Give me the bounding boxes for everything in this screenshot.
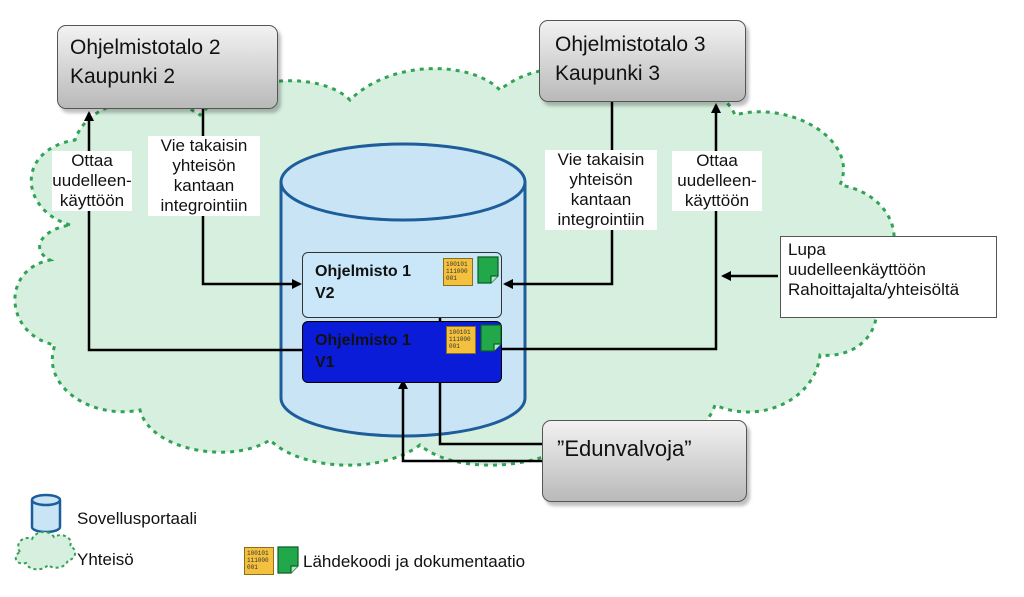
binary-v1-line-2: 111000	[449, 336, 471, 343]
advocate-box: ”Edunvalvoja”	[542, 420, 747, 502]
binary-code-icon: 100101 111000 001	[443, 258, 473, 286]
company-2-box: Ohjelmistotalo 2 Kaupunki 2	[57, 25, 278, 109]
legend-community-label: Yhteisö	[77, 550, 134, 569]
company-2-city: Kaupunki 2	[70, 65, 176, 88]
company-3-city: Kaupunki 3	[555, 62, 661, 85]
software-v2-name: Ohjelmisto 1	[315, 263, 412, 280]
reuse-left-line-3: käyttöön	[59, 191, 125, 210]
company-3-box: Ohjelmistotalo 3 Kaupunki 3	[539, 20, 746, 102]
contribute-right-line-1: Vie takaisin	[557, 150, 645, 169]
binary-v1-line-3: 001	[449, 343, 460, 350]
contribute-right-line-2: yhteisön	[569, 170, 633, 189]
binary-line-3: 001	[446, 275, 457, 282]
software-v1-name: Ohjelmisto 1	[315, 332, 412, 349]
contribute-right-line-3: kantaan	[570, 190, 632, 209]
reuse-right-label: Ottaa uudelleen- käyttöön	[672, 151, 762, 211]
contribute-right-label: Vie takaisin yhteisön kantaan integroint…	[545, 150, 657, 230]
contribute-left-line-3: kantaan	[173, 176, 235, 195]
reuse-right-line-1: Ottaa	[696, 151, 738, 170]
company-2-name: Ohjelmistotalo 2	[70, 36, 221, 59]
contribute-left-line-4: integrointiin	[160, 196, 248, 215]
permission-box: Lupa uudelleenkäyttöön Rahoittajalta/yht…	[780, 236, 997, 318]
legend-source-label: Lähdekoodi ja dokumentaatio	[303, 552, 526, 571]
contribute-left-label: Vie takaisin yhteisön kantaan integroint…	[148, 136, 260, 216]
document-icon	[477, 256, 499, 284]
binary-v1-line-1: 100101	[449, 329, 471, 336]
legend-document-icon	[277, 546, 299, 574]
contribute-left-line-1: Vie takaisin	[160, 136, 248, 155]
reuse-left-label: Ottaa uudelleen- käyttöön	[52, 151, 132, 211]
contribute-right-line-4: integrointiin	[557, 210, 645, 229]
legend-cloud-icon	[14, 531, 76, 571]
legend-binary-line-3: 001	[247, 564, 258, 571]
reuse-right-line-2: uudelleen-	[677, 171, 757, 190]
permission-line-1: Lupa	[788, 240, 826, 259]
legend-binary-line-1: 100101	[247, 550, 269, 557]
legend-portal-label: Sovellusportaali	[77, 509, 198, 528]
software-v1-version: V1	[315, 354, 335, 371]
legend-binary-line-2: 111000	[247, 557, 269, 564]
binary-line-2: 111000	[446, 268, 468, 275]
legend-portal-icon	[30, 493, 62, 534]
legend-binary-icon: 100101 111000 001	[244, 547, 274, 575]
advocate-label: ”Edunvalvoja”	[557, 436, 692, 461]
document-icon-v1	[480, 324, 502, 352]
permission-line-3: Rahoittajalta/yhteisöltä	[788, 280, 960, 299]
software-v2-version: V2	[315, 285, 335, 302]
binary-line-1: 100101	[446, 261, 468, 268]
company-3-name: Ohjelmistotalo 3	[555, 33, 706, 56]
reuse-left-line-2: uudelleen-	[52, 171, 132, 190]
permission-line-2: uudelleenkäyttöön	[788, 260, 927, 279]
binary-code-icon-v1: 100101 111000 001	[446, 326, 476, 354]
contribute-left-line-2: yhteisön	[172, 156, 236, 175]
advocate-arrow-v1	[398, 379, 548, 463]
reuse-left-line-1: Ottaa	[71, 151, 113, 170]
reuse-right-line-3: käyttöön	[684, 191, 750, 210]
